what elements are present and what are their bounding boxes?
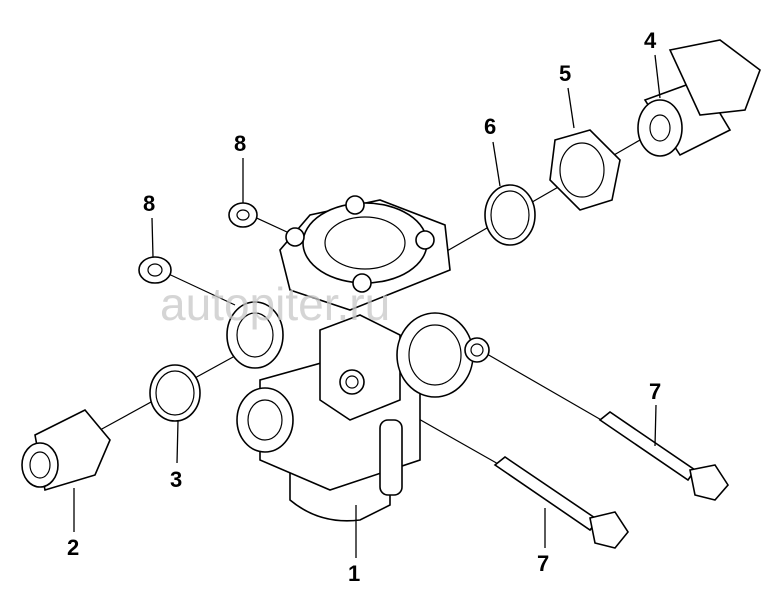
- sensor: [637, 39, 761, 157]
- leader-lines: [73, 54, 661, 558]
- callout-7-bottom: 7: [537, 551, 549, 576]
- callout-8-left: 8: [143, 191, 155, 216]
- valve-body: [226, 195, 490, 522]
- callout-labels: 4 5 6 8 8 7 3 2 7 1: [67, 28, 661, 586]
- bolt-bottom: [493, 456, 629, 549]
- hex-nut: [549, 129, 621, 211]
- callout-5: 5: [559, 61, 571, 86]
- callout-8-top: 8: [234, 131, 246, 156]
- callout-4: 4: [644, 28, 657, 53]
- connector-fitting: [21, 409, 111, 492]
- flange-nut-left: [138, 256, 172, 284]
- flange-nut-top: [228, 202, 258, 228]
- o-ring-small: [149, 364, 201, 422]
- callout-6: 6: [484, 114, 496, 139]
- watermark-text: autopiter.ru: [160, 278, 390, 330]
- watermark: autopiter.ru: [160, 278, 390, 330]
- o-ring-large: [484, 184, 536, 246]
- callout-7-right: 7: [649, 379, 661, 404]
- callout-1: 1: [348, 561, 360, 586]
- bolt-right: [598, 411, 729, 501]
- callout-2: 2: [67, 535, 79, 560]
- callout-3: 3: [170, 467, 182, 492]
